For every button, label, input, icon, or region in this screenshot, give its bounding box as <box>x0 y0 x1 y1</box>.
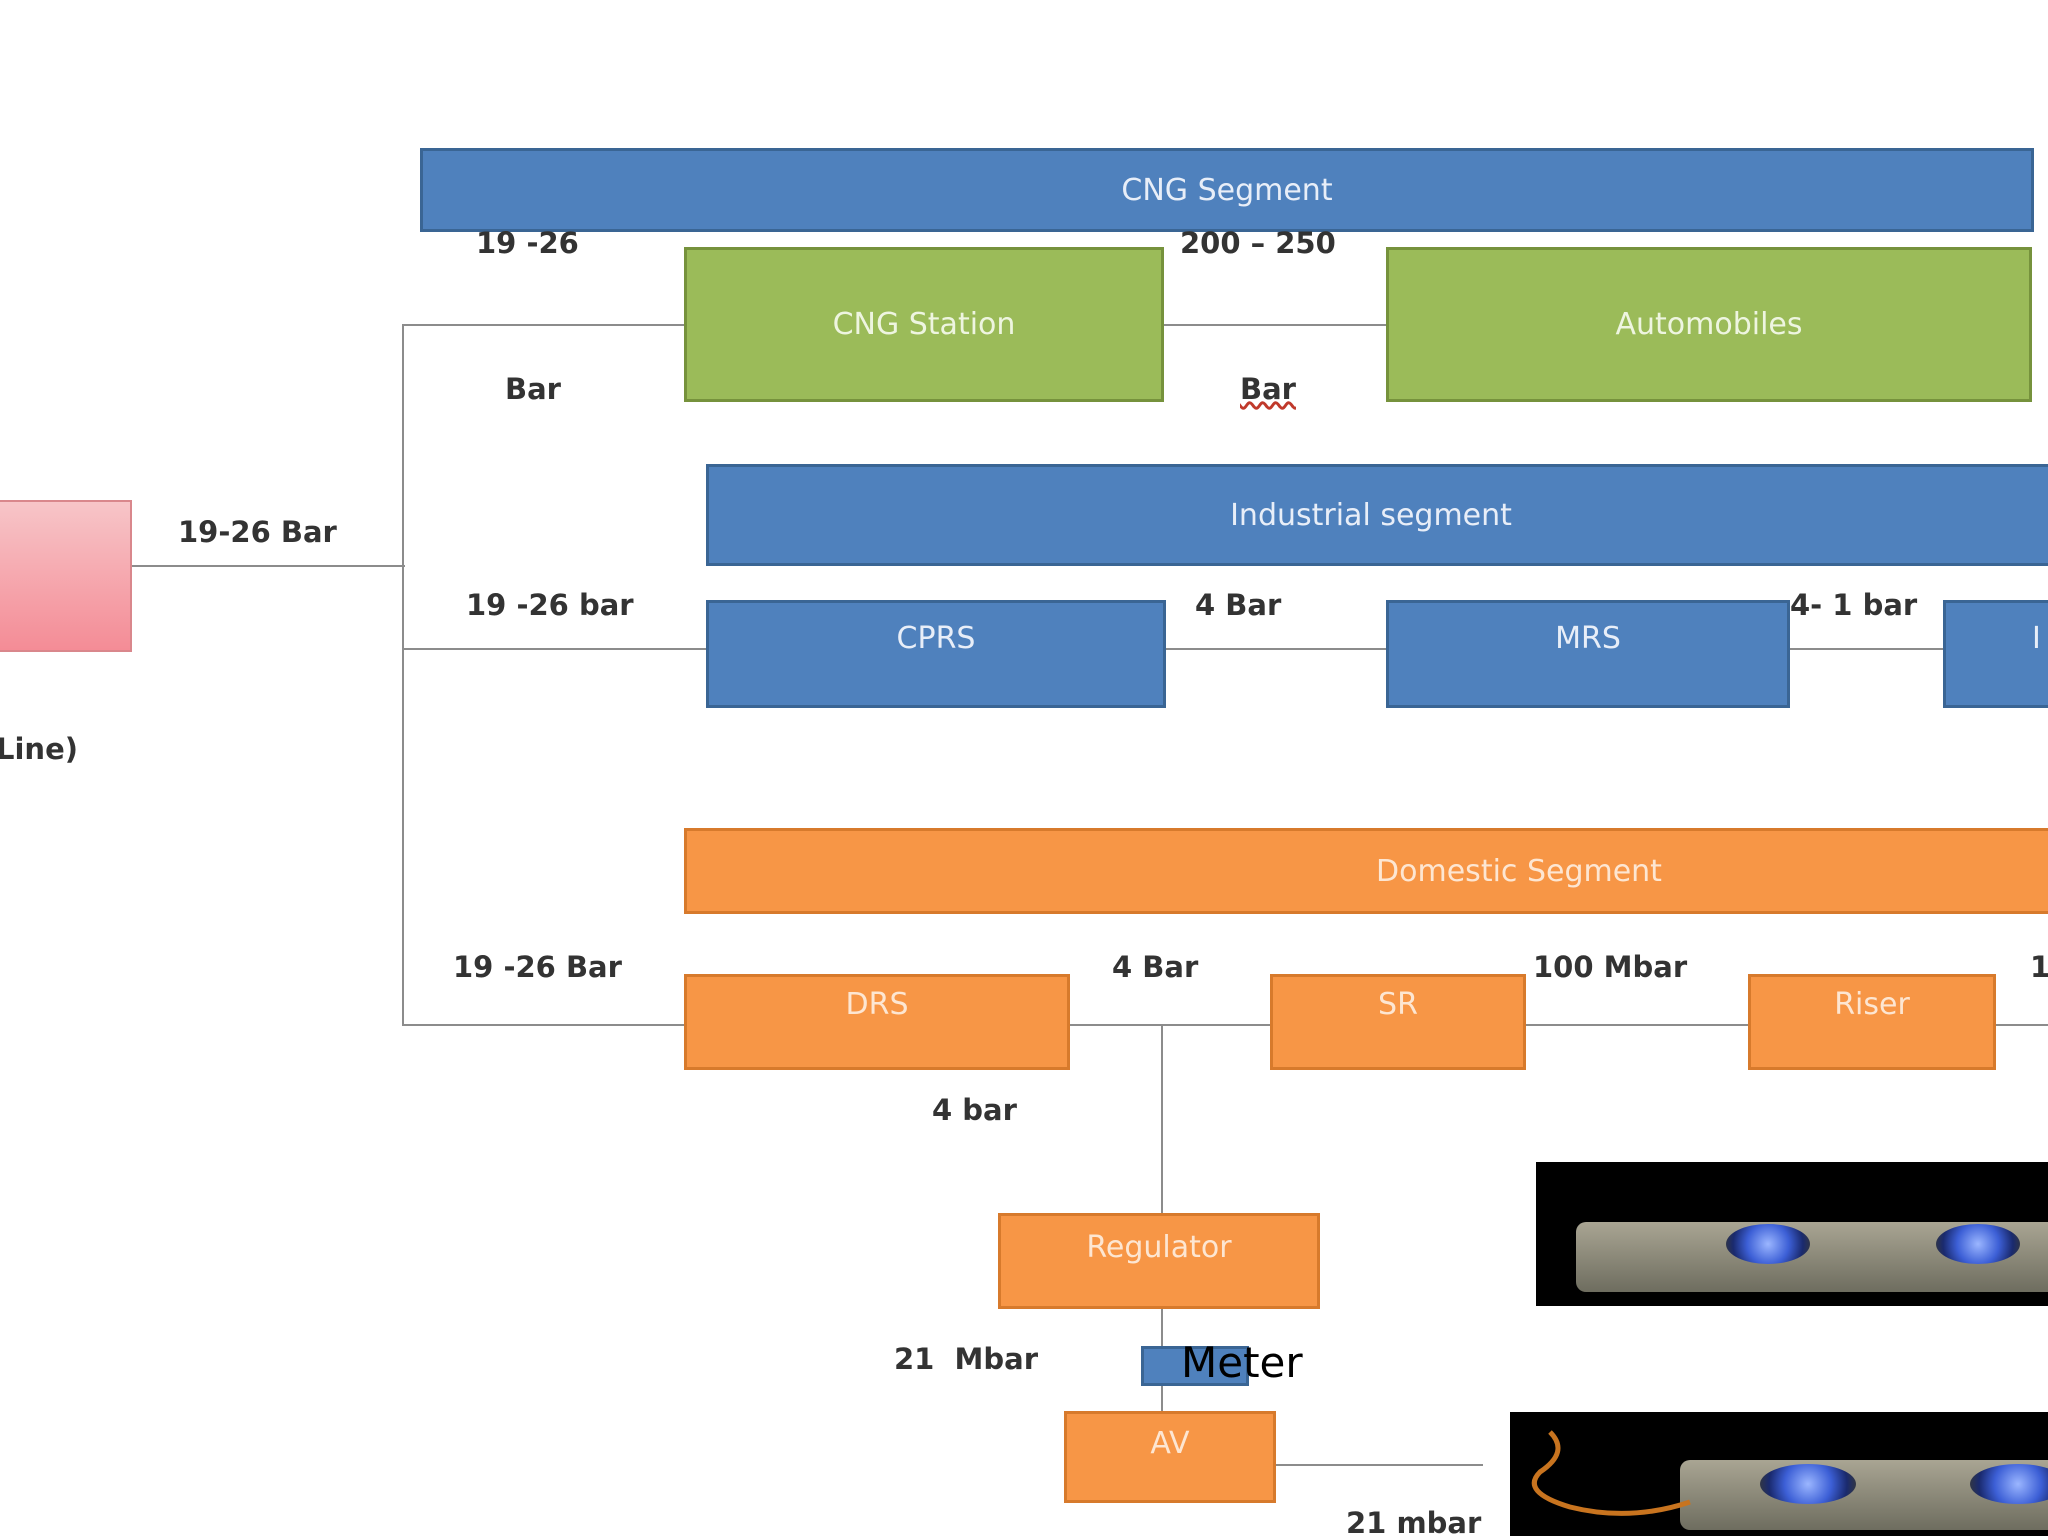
sr-out-pressure: 100 Mbar <box>1533 950 1688 984</box>
cng-to-auto-line <box>1162 324 1387 326</box>
industrial-segment-band: Industrial segment <box>706 464 2048 566</box>
domestic-in-pressure: 19 -26 Bar <box>453 950 622 984</box>
mrs-label: MRS <box>1555 621 1621 656</box>
gas-hose-icon <box>1531 1430 1691 1516</box>
drs-box: DRS <box>684 974 1070 1070</box>
cng-in-pressure-top: 19 -26 <box>476 226 579 260</box>
riser-box: Riser <box>1748 974 1996 1070</box>
stove-burner <box>1726 1224 1810 1264</box>
industry-box: I <box>1943 600 2048 708</box>
stove-burner <box>1970 1464 2048 1504</box>
drs-to-sr-line <box>1068 1024 1271 1026</box>
av-label: AV <box>1150 1426 1190 1461</box>
automobiles-label: Automobiles <box>1615 307 1803 342</box>
cprs-to-mrs-line <box>1163 648 1387 650</box>
drs-out-pressure: 4 Bar <box>1112 950 1199 984</box>
regulator-out-pressure: 21 Mbar <box>894 1342 1039 1376</box>
trunk-line <box>402 324 404 1026</box>
cng-out-pressure-top: 200 – 250 <box>1180 226 1336 260</box>
stove-burner <box>1760 1464 1856 1504</box>
drs-label: DRS <box>845 987 909 1022</box>
regulator-label: Regulator <box>1086 1230 1232 1265</box>
sr-to-riser-line <box>1524 1024 1749 1026</box>
cprs-box: CPRS <box>706 600 1166 708</box>
av-out-pressure: 21 mbar <box>1346 1506 1482 1540</box>
industrial-in-pressure: 19 -26 bar <box>466 588 634 622</box>
cng-in-pressure-bottom: Bar <box>505 372 561 406</box>
automobiles-box: Automobiles <box>1386 247 2032 402</box>
av-box: AV <box>1064 1411 1276 1503</box>
main-line-pressure: 19-26 Bar <box>178 515 337 549</box>
branch-pressure: 4 bar <box>932 1093 1017 1127</box>
domestic-segment-band: Domestic Segment <box>684 828 2048 914</box>
gas-stove-photo-top <box>1536 1162 2048 1306</box>
cng-out-pressure-bottom: Bar <box>1240 372 1296 406</box>
cng-segment-label: CNG Segment <box>1121 172 1333 208</box>
regulator-box: Regulator <box>998 1213 1320 1309</box>
sr-box: SR <box>1270 974 1526 1070</box>
cng-branch-line <box>402 324 685 326</box>
stove-burner <box>1936 1224 2020 1264</box>
cprs-label: CPRS <box>896 621 976 656</box>
gas-stove-photo-bottom <box>1510 1412 2048 1536</box>
meter-label: Meter <box>1181 1338 1303 1387</box>
cng-segment-band: CNG Segment <box>420 148 2034 232</box>
sr-label: SR <box>1378 987 1418 1022</box>
riser-out-pressure: 1 <box>2030 950 2048 984</box>
riser-label: Riser <box>1834 987 1910 1022</box>
industrial-branch-line <box>402 648 707 650</box>
mrs-box: MRS <box>1386 600 1790 708</box>
meter-box <box>1141 1346 1249 1386</box>
riser-out-line <box>1993 1024 2048 1026</box>
mrs-out-pressure: 4- 1 bar <box>1790 588 1918 622</box>
mrs-to-i-line <box>1787 648 1944 650</box>
source-label: Line) <box>0 732 78 766</box>
main-feed-line <box>130 565 405 567</box>
industry-label: I <box>2032 621 2041 656</box>
domestic-branch-line <box>402 1024 685 1026</box>
av-to-appliance-line <box>1273 1464 1483 1466</box>
cprs-out-pressure: 4 Bar <box>1195 588 1282 622</box>
industrial-segment-label: Industrial segment <box>1230 497 1512 533</box>
cng-station-box: CNG Station <box>684 247 1164 402</box>
cng-station-label: CNG Station <box>832 307 1016 342</box>
domestic-segment-label: Domestic Segment <box>1376 853 1662 889</box>
source-box <box>0 500 132 652</box>
